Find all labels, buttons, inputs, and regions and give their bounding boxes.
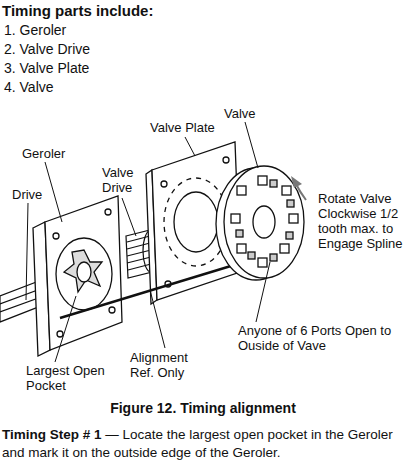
valve-drive xyxy=(127,257,151,263)
part-name: Valve xyxy=(224,106,284,121)
leader-lines xyxy=(256,262,270,322)
geroler xyxy=(64,250,102,292)
geroler xyxy=(45,196,122,350)
part-name: Geroler xyxy=(22,146,92,161)
geroler xyxy=(105,209,111,215)
part-name: Valve Drive xyxy=(102,165,147,195)
heading: Timing parts include: xyxy=(2,2,153,19)
geroler xyxy=(109,307,115,313)
rotate-arrow xyxy=(291,176,302,188)
valve xyxy=(224,166,304,278)
geroler xyxy=(57,331,63,337)
leader-lines xyxy=(122,198,136,236)
valve-drive xyxy=(127,250,151,256)
valve xyxy=(270,180,277,187)
instruction-note: Rotate Valve Clockwise 1/2 tooth max. to… xyxy=(318,191,406,251)
part-name: Drive xyxy=(12,187,62,202)
leader-lines xyxy=(185,137,195,156)
valve xyxy=(237,186,246,195)
valve xyxy=(248,252,255,259)
valve-drive xyxy=(127,236,150,242)
geroler xyxy=(56,238,112,310)
rotate-arrow xyxy=(296,184,306,200)
leader-lines xyxy=(245,122,258,168)
rotate-arrow xyxy=(291,176,306,200)
valve xyxy=(253,206,275,238)
figure-caption: Figure 12. Timing alignment xyxy=(0,400,406,416)
valve xyxy=(286,232,293,239)
part-list-item: 2. Valve Drive xyxy=(4,41,204,58)
geroler xyxy=(77,262,91,282)
valve xyxy=(258,258,267,267)
valve xyxy=(216,166,304,280)
part-list-item: 3. Valve Plate xyxy=(4,60,204,77)
leader-lines xyxy=(45,162,62,222)
leader-lines xyxy=(26,203,28,300)
valve-plate xyxy=(161,181,167,187)
geroler xyxy=(33,196,122,356)
valve xyxy=(237,244,246,253)
alignment-line xyxy=(60,248,290,318)
part-list-item: 1. Geroler xyxy=(4,22,204,39)
valve-drive xyxy=(128,264,151,270)
geroler xyxy=(53,233,59,239)
valve-drive xyxy=(127,243,150,249)
valve xyxy=(282,186,291,195)
valve xyxy=(289,214,298,223)
callout-note: Alignment Ref. Only xyxy=(130,350,210,380)
callout-note: Anyone of 6 Ports Open to Ouside of Vave xyxy=(238,323,406,353)
callout-note: Largest Open Pocket xyxy=(26,363,106,393)
part-list-item: 4. Valve xyxy=(4,79,204,96)
valve-plate xyxy=(174,192,218,252)
leader-lines xyxy=(150,290,165,348)
valve xyxy=(280,244,289,253)
valve xyxy=(258,176,267,185)
valve-plate xyxy=(223,157,229,163)
part-name: Valve Plate xyxy=(150,120,240,135)
valve xyxy=(287,200,294,207)
alignment-line xyxy=(60,248,290,318)
step-paragraph: Timing Step # 1 — Locate the largest ope… xyxy=(2,426,402,462)
valve xyxy=(231,214,240,223)
valve xyxy=(270,254,277,261)
leader-lines xyxy=(55,296,76,362)
valve xyxy=(236,230,243,237)
step-heading: Timing Step # 1 xyxy=(2,427,102,442)
